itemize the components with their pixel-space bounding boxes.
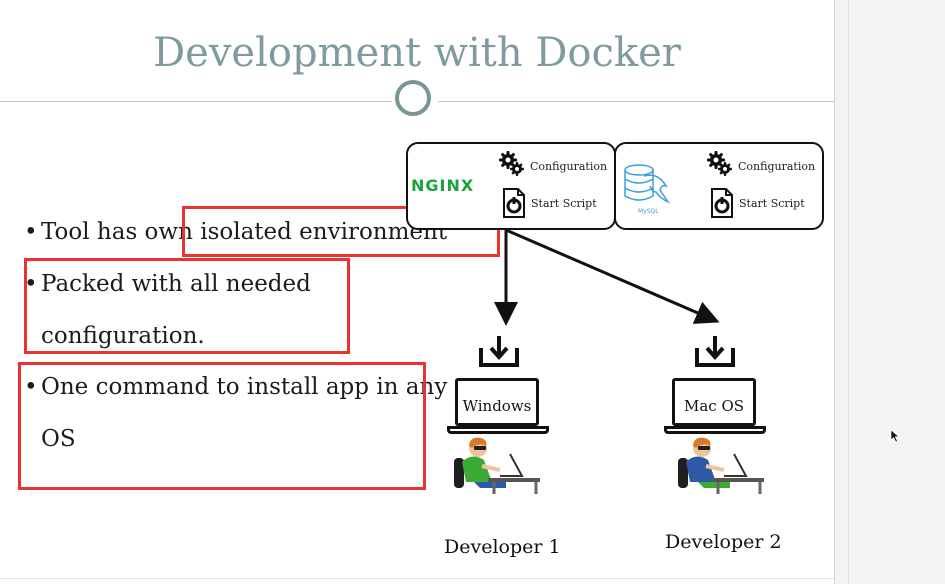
bullet-1-text: Tool has own isolated environment <box>41 219 448 245</box>
slide-canvas: Development with Docker • Tool has own i… <box>0 0 835 584</box>
laptop-icon: Windows <box>447 378 549 436</box>
windows-label: Windows <box>462 397 532 415</box>
script-icon <box>502 188 526 218</box>
nginx-start-script-label: Start Script <box>531 197 597 210</box>
mysql-start-script-label: Start Script <box>739 197 805 210</box>
mysql-configuration-label: Configuration <box>738 160 816 173</box>
database-dolphin-icon <box>622 162 672 210</box>
container-nginx: NGINX Configuration <box>406 142 616 230</box>
laptop-icon: Mac OS <box>664 378 766 436</box>
slide-title: Development with Docker <box>153 30 681 76</box>
highlight-box-packed <box>24 258 350 354</box>
title-ornament-circle <box>395 80 431 116</box>
developer-icon <box>672 436 772 498</box>
download-icon <box>694 334 736 372</box>
bullet-3-line-2: OS <box>41 426 76 452</box>
slide-bottom-rule <box>0 578 834 579</box>
mouse-cursor-icon <box>890 428 900 447</box>
nginx-logo: NGINX <box>411 176 475 195</box>
mysql-logo-text: MySQL <box>638 208 659 215</box>
container-mysql: MySQL Configuration <box>614 142 824 230</box>
flow-arrows <box>494 228 720 326</box>
highlight-box-install <box>18 362 426 490</box>
developer-1-label: Developer 1 <box>444 536 561 558</box>
highlight-box-isolated <box>182 206 500 257</box>
gear-icon <box>706 150 734 178</box>
download-icon <box>478 334 520 372</box>
developer-2-label: Developer 2 <box>665 531 782 553</box>
script-icon <box>710 188 734 218</box>
developer-icon <box>448 436 548 498</box>
bullet-2-line-2: configuration. <box>41 323 205 349</box>
title-divider-left <box>0 101 392 102</box>
bullet-marker-1: • <box>24 219 38 245</box>
side-panel <box>848 0 945 584</box>
bullet-3-line-1: One command to install app in any <box>41 374 448 400</box>
bullet-marker-3: • <box>24 374 38 400</box>
macos-label: Mac OS <box>683 397 745 415</box>
bullet-2-line-1: Packed with all needed <box>41 271 311 297</box>
gear-icon <box>498 150 526 178</box>
title-divider-right <box>438 101 834 102</box>
nginx-configuration-label: Configuration <box>530 160 608 173</box>
bullet-marker-2: • <box>24 271 38 297</box>
